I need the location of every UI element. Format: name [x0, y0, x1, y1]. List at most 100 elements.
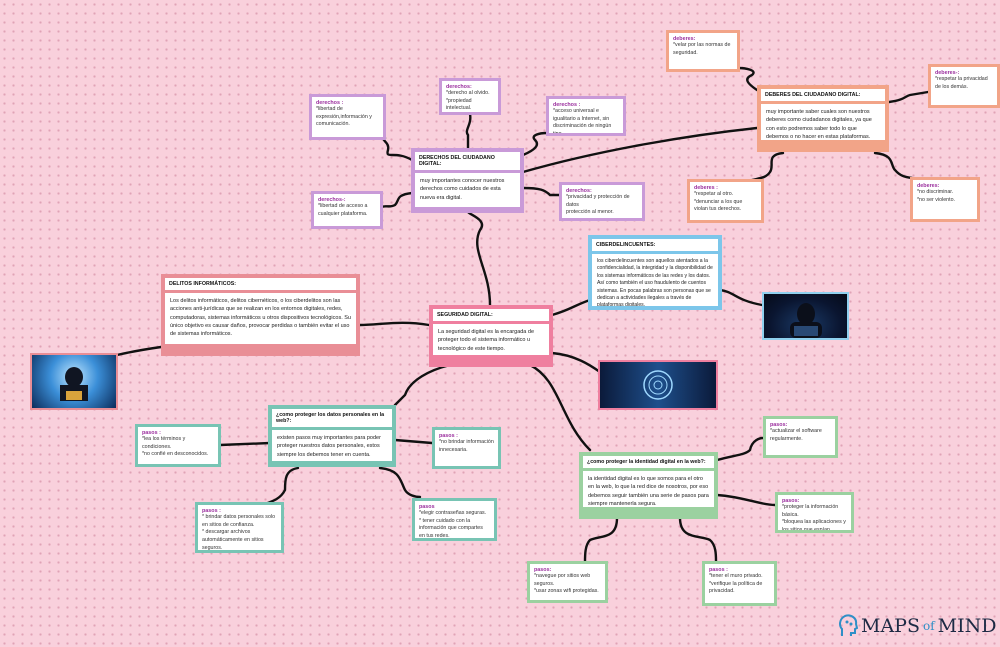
leaf-text: *proteger la información básica. *bloque… — [782, 504, 846, 530]
node-title: SEGURIDAD DIGITAL: — [433, 309, 549, 321]
leaf-text: *privacidad y protección de datos protec… — [566, 194, 630, 216]
node-title: ¿como proteger los datos personales en l… — [272, 409, 392, 427]
node-title: ¿como proteger la identidad digital en l… — [583, 456, 714, 468]
deberes-leaf[interactable]: deberes:*velar por las normas de segurid… — [666, 30, 740, 72]
derechos-leaf[interactable]: derechos :*acceso universal e igualitari… — [546, 96, 626, 136]
identidad-leaf[interactable]: pasos:*actualizar el software regularmen… — [763, 416, 838, 458]
fingerprint-lock-icon — [643, 370, 673, 400]
leaf-text: *acceso universal e igualitario a Intern… — [553, 108, 612, 133]
logo-text-of: of — [922, 619, 935, 633]
leaf-text: *respetar la privacidad de los demás. — [935, 76, 988, 90]
datos-leaf[interactable]: pasos :*lea los términos y condiciones. … — [135, 424, 221, 467]
leaf-label: derechos-: — [318, 197, 346, 203]
node-body: muy importantes conocer nuestros derecho… — [415, 173, 520, 207]
deberes-leaf[interactable]: deberes:*no discriminar. *no ser violent… — [910, 177, 980, 222]
leaf-text: * brindar datos personales solo en sitio… — [202, 514, 276, 550]
hacker-image — [762, 292, 849, 340]
leaf-text: *navegue por sitios web seguros. *usar z… — [534, 573, 599, 595]
node-body: muy importante saber cuales son nuestros… — [761, 104, 885, 140]
link-derechos-der1 — [382, 136, 414, 162]
link-derechos-der2 — [465, 112, 472, 150]
link-datos-dat3 — [260, 466, 300, 507]
leaf-label: derechos : — [553, 102, 581, 108]
node-body: Los delitos informáticos, delitos cibern… — [165, 293, 356, 344]
link-seguridad-img3 — [550, 351, 602, 374]
leaf-text: *respetar al otro. *denunciar a los que … — [694, 191, 743, 213]
derechos-leaf[interactable]: derechos :*libertad de expresión,informa… — [309, 94, 386, 140]
leaf-label: pasos — [419, 504, 435, 510]
datos-leaf[interactable]: pasos :*no brindar información innecesar… — [432, 427, 501, 469]
link-derechos-deberes — [521, 126, 759, 174]
datos-leaf[interactable]: pasos *elegir contraseñas seguras. * ten… — [412, 498, 497, 541]
ciberdelincuentes-node[interactable]: CIBERDELINCUENTES: los ciberdelincuentes… — [588, 235, 722, 310]
link-deberes-deb2 — [887, 90, 930, 104]
leaf-label: pasos : — [709, 567, 728, 573]
node-body: La seguridad digital es la encargada de … — [433, 324, 549, 355]
hacker-icon — [60, 367, 88, 401]
link-datos-dat4 — [378, 466, 422, 499]
node-title: DELITOS INFORMÁTICOS: — [165, 278, 356, 290]
datos-personales-node[interactable]: ¿como proteger los datos personales en l… — [268, 405, 396, 467]
identidad-leaf[interactable]: pasos:*navegue por sitios web seguros. *… — [527, 561, 608, 603]
leaf-label: derechos : — [316, 100, 344, 106]
delitos-node[interactable]: DELITOS INFORMÁTICOS: Los delitos inform… — [161, 274, 360, 356]
leaf-label: pasos : — [142, 430, 161, 436]
head-brain-icon — [839, 614, 858, 636]
derechos-leaf[interactable]: derechos:*derecho al olvido. *propiedad … — [439, 78, 501, 115]
link-identidad-id4 — [678, 516, 718, 563]
derechos-leaf[interactable]: derechos-:*libertad de acceso a cualquie… — [311, 191, 383, 229]
cyber-lock-image — [598, 360, 718, 410]
link-seguridad-derechos — [466, 210, 492, 307]
link-derechos-der4 — [380, 191, 414, 209]
leaf-label: deberes-: — [935, 70, 960, 76]
link-datos-dat2 — [393, 438, 434, 445]
link-datos-dat1 — [218, 441, 272, 447]
node-title: DEBERES DEL CIUDADANO DIGITAL: — [761, 89, 885, 101]
link-seguridad-identidad — [528, 363, 592, 452]
leaf-text: *libertad de acceso a cualquier platafor… — [318, 203, 368, 217]
logo-text-maps: MAPS — [861, 615, 920, 637]
link-ciber-img — [718, 288, 764, 307]
link-deberes-deb1 — [736, 66, 759, 92]
identidad-digital-node[interactable]: ¿como proteger la identidad digital en l… — [579, 452, 718, 519]
leaf-text: *tener el muro privado. *verifique la po… — [709, 573, 763, 595]
identidad-leaf[interactable]: pasos :*tener el muro privado. *verifiqu… — [702, 561, 777, 606]
leaf-label: pasos: — [770, 422, 788, 428]
node-title: CIBERDELINCUENTES: — [592, 239, 718, 251]
leaf-label: pasos: — [534, 567, 552, 573]
node-body: la identidad digital es lo que somos par… — [583, 471, 714, 507]
leaf-label: pasos : — [439, 433, 458, 439]
link-deberes-deb3 — [750, 151, 785, 182]
leaf-label: derechos: — [446, 84, 472, 90]
leaf-label: pasos : — [202, 508, 221, 514]
link-derechos-der5 — [521, 186, 562, 197]
leaf-label: derechos: — [566, 188, 592, 194]
node-body: los ciberdelincuentes son aquellos atent… — [592, 254, 718, 306]
leaf-text: *elegir contraseñas seguras. * tener cui… — [419, 510, 487, 538]
deberes-leaf[interactable]: deberes :*respetar al otro. *denunciar a… — [687, 179, 764, 223]
leaf-label: deberes: — [673, 36, 696, 42]
hacker-laptop-image — [30, 353, 118, 410]
leaf-text: *no discriminar. *no ser violento. — [917, 189, 955, 203]
deberes-node[interactable]: DEBERES DEL CIUDADANO DIGITAL: muy impor… — [757, 85, 889, 152]
leaf-label: deberes : — [694, 185, 718, 191]
link-identidad-id3 — [583, 516, 619, 564]
leaf-text: *libertad de expresión,información y com… — [316, 106, 372, 128]
link-delitos-img — [115, 345, 163, 357]
link-seguridad-delitos — [358, 321, 431, 327]
derechos-node[interactable]: DERECHOS DEL CIUDADANO DIGITAL: muy impo… — [411, 148, 524, 213]
logo-text-mind: MIND — [937, 615, 997, 637]
seguridad-digital-node[interactable]: SEGURIDAD DIGITAL: La seguridad digital … — [429, 305, 553, 367]
link-seguridad-ciber — [550, 298, 592, 317]
leaf-label: deberes: — [917, 183, 940, 189]
link-deberes-deb4 — [873, 151, 914, 180]
datos-leaf[interactable]: pasos :* brindar datos personales solo e… — [195, 502, 284, 553]
leaf-label: pasos: — [782, 498, 800, 504]
leaf-text: *actualizar el software regularmente. — [770, 428, 822, 442]
derechos-leaf[interactable]: derechos:*privacidad y protección de dat… — [559, 182, 645, 221]
identidad-leaf[interactable]: pasos:*proteger la información básica. *… — [775, 492, 854, 533]
deberes-leaf[interactable]: deberes-:*respetar la privacidad de los … — [928, 64, 1000, 108]
link-seguridad-datos — [393, 363, 452, 407]
leaf-text: *velar por las normas de seguridad. — [673, 42, 731, 56]
